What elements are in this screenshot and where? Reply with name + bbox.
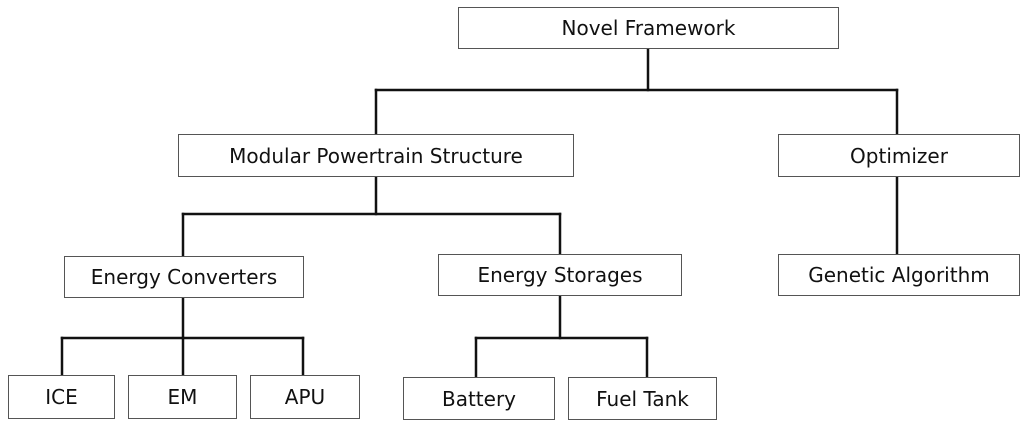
node-fuel-tank: Fuel Tank [568, 377, 717, 420]
node-modular-powertrain-structure: Modular Powertrain Structure [178, 134, 574, 177]
node-energy-storages: Energy Storages [438, 254, 682, 296]
node-battery: Battery [403, 377, 555, 420]
node-apu: APU [250, 375, 360, 419]
node-genetic-algorithm: Genetic Algorithm [778, 254, 1020, 296]
node-optimizer: Optimizer [778, 134, 1020, 177]
node-novel-framework: Novel Framework [458, 7, 839, 49]
node-em: EM [128, 375, 237, 419]
node-ice: ICE [8, 375, 115, 419]
node-energy-converters: Energy Converters [64, 256, 304, 298]
